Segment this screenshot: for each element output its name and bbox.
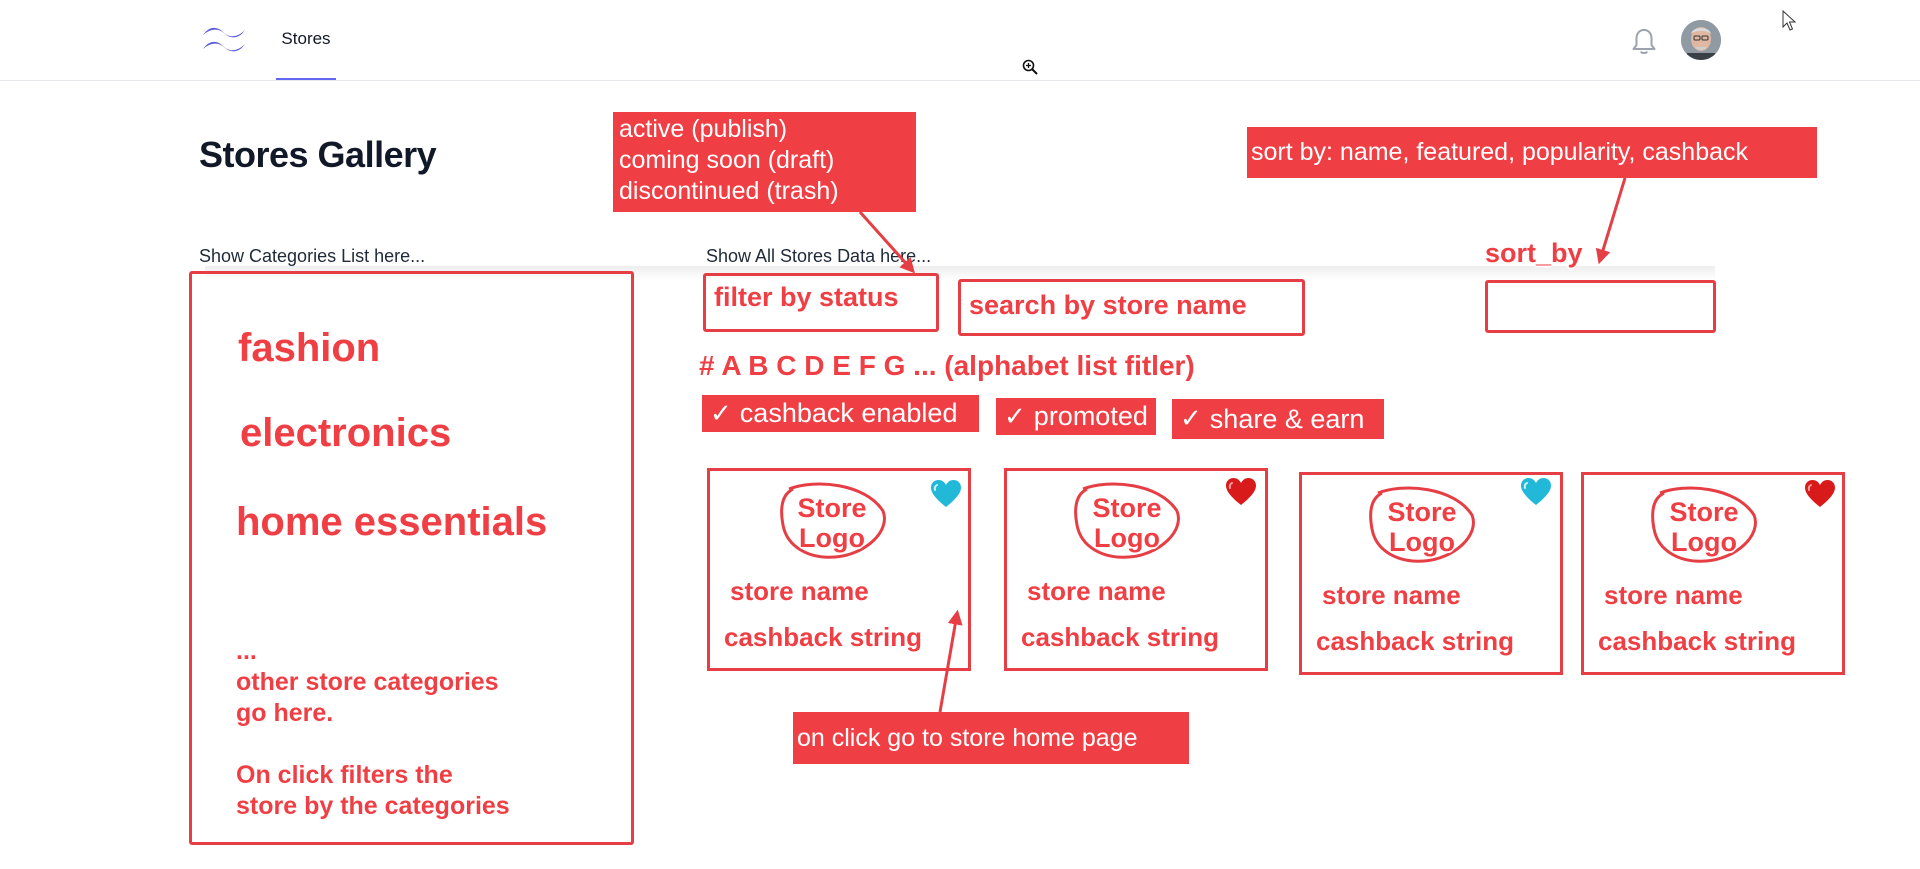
top-navigation-bar: Stores (0, 0, 1920, 81)
store-cashback: cashback string (724, 622, 922, 652)
store-cashback: cashback string (1021, 622, 1219, 652)
store-logo-line-2: Logo (1094, 523, 1160, 553)
share-earn-toggle[interactable]: ✓ share & earn (1172, 399, 1384, 439)
checkmark-icon: ✓ (1180, 404, 1202, 434)
promoted-label: promoted (1033, 401, 1148, 431)
sort-note-text: sort by: name, featured, popularity, cas… (1251, 138, 1749, 166)
store-logo-text: Store Logo (1077, 493, 1177, 553)
categories-note-line-2: other store categories (236, 668, 499, 696)
click-note-text: on click go to store home page (797, 723, 1138, 752)
store-logo-line-1: Store (1669, 497, 1739, 527)
stores-section-label: Show All Stores Data here... (706, 246, 932, 266)
store-cashback: cashback string (1598, 626, 1796, 656)
nav-tab-stores-label: Stores (281, 29, 331, 48)
promoted-toggle[interactable]: ✓ promoted (996, 398, 1156, 435)
store-logo-line-2: Logo (1389, 527, 1455, 557)
store-logo-outline-icon (780, 482, 886, 559)
store-card[interactable]: Store Logo store name cashback string (1299, 472, 1563, 675)
categories-note-line-4 (236, 729, 510, 760)
category-electronics[interactable]: electronics (240, 411, 452, 455)
store-logo-text: Store Logo (782, 493, 882, 553)
store-logo-line-1: Store (797, 493, 867, 523)
blue-heart-icon[interactable] (1520, 477, 1552, 507)
store-search-input[interactable]: search by store name (958, 279, 1305, 336)
store-logo-text: Store Logo (1654, 497, 1754, 557)
checkmark-icon: ✓ (710, 398, 732, 429)
status-note-callout: active (publish) coming soon (draft) dis… (613, 112, 916, 212)
status-note-line-1: active (publish) (619, 115, 788, 143)
status-note-line-2: coming soon (draft) (619, 146, 835, 174)
nav-tab-stores[interactable]: Stores (276, 0, 336, 80)
sort-note-callout: sort by: name, featured, popularity, cas… (1247, 127, 1817, 178)
store-logo-line-2: Logo (799, 523, 865, 553)
red-heart-icon[interactable] (1225, 477, 1257, 507)
store-card[interactable]: Store Logo store name cashback string (1004, 468, 1268, 671)
brand-logo-icon[interactable] (199, 22, 249, 56)
checkmark-icon: ✓ (1004, 401, 1026, 432)
filter-by-status-select[interactable]: filter by status (703, 273, 939, 332)
store-name: store name (1027, 576, 1166, 606)
store-logo-outline-icon (1074, 482, 1180, 559)
store-name: store name (1604, 580, 1743, 610)
store-logo-text: Store Logo (1372, 497, 1472, 557)
cashback-enabled-label: cashback enabled (739, 398, 958, 428)
share-earn-label: share & earn (1209, 403, 1365, 434)
alphabet-filter-list[interactable]: # A B C D E F G ... (alphabet list fitle… (699, 350, 1195, 381)
store-logo-outline-icon (1651, 486, 1757, 563)
click-note-callout: on click go to store home page (793, 712, 1189, 764)
categories-section-label: Show Categories List here... (199, 246, 426, 266)
store-name: store name (730, 576, 869, 606)
sort-by-label: sort_by (1485, 238, 1583, 268)
page-title: Stores Gallery (199, 134, 437, 175)
categories-note: ... other store categories go here. On c… (236, 636, 510, 822)
cashback-enabled-toggle[interactable]: ✓ cashback enabled (702, 395, 979, 432)
user-avatar[interactable] (1681, 20, 1721, 60)
categories-panel: fashion electronics home essentials ... … (189, 271, 634, 845)
store-card[interactable]: Store Logo store name cashback string (1581, 472, 1845, 675)
store-logo-outline-icon (1369, 486, 1475, 563)
store-logo-line-1: Store (1387, 497, 1457, 527)
sort-by-select[interactable] (1485, 280, 1716, 333)
section-divider-shadow (205, 266, 1715, 280)
sort-arrow (1595, 177, 1627, 265)
store-search-label: search by store name (969, 290, 1247, 320)
store-name: store name (1322, 580, 1461, 610)
categories-note-line-3: go here. (236, 699, 334, 727)
store-card[interactable]: Store Logo store name cashback string (707, 468, 971, 671)
notification-bell-icon[interactable] (1630, 26, 1658, 56)
category-home-essentials[interactable]: home essentials (236, 500, 548, 544)
categories-note-line-5: On click filters the (236, 761, 453, 789)
filter-by-status-label: filter by status (714, 282, 899, 312)
blue-heart-icon[interactable] (930, 479, 962, 509)
categories-note-line-6: store by the categories (236, 792, 510, 820)
store-cashback: cashback string (1316, 626, 1514, 656)
store-logo-line-2: Logo (1671, 527, 1737, 557)
store-logo-line-1: Store (1092, 493, 1162, 523)
red-heart-icon[interactable] (1804, 479, 1836, 509)
categories-note-line-1: ... (236, 637, 257, 665)
zoom-cursor-icon (1022, 59, 1038, 75)
status-note-line-3: discontinued (trash) (619, 177, 839, 205)
category-fashion[interactable]: fashion (238, 326, 381, 370)
avatar-photo-icon (1681, 20, 1721, 60)
mouse-pointer-icon (1782, 10, 1796, 31)
